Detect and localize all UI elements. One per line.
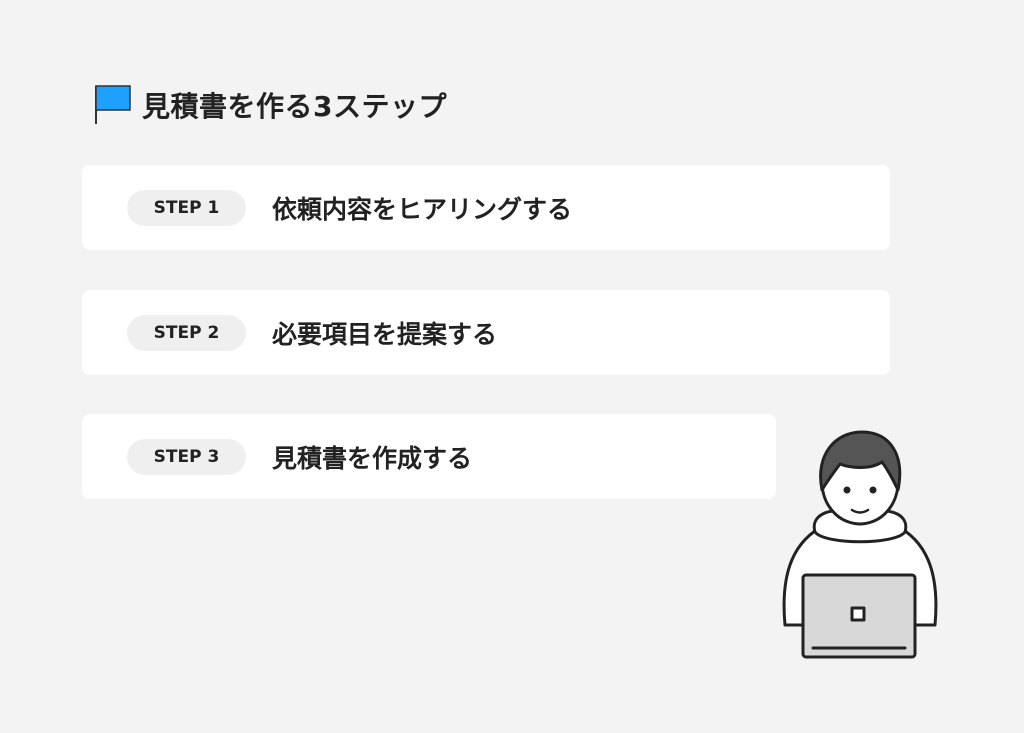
step-text: 見積書を作成する bbox=[272, 443, 473, 473]
page-title: 見積書を作る3ステップ bbox=[142, 90, 447, 123]
step-card-1: STEP 1 依頼内容をヒアリングする bbox=[82, 165, 890, 250]
step-badge: STEP 1 bbox=[127, 189, 246, 226]
step-text: 依頼内容をヒアリングする bbox=[272, 194, 573, 224]
step-card-2: STEP 2 必要項目を提案する bbox=[82, 290, 890, 375]
flag-icon bbox=[95, 85, 131, 124]
step-badge: STEP 3 bbox=[127, 438, 246, 475]
hair bbox=[819, 430, 902, 492]
step-text: 必要項目を提案する bbox=[272, 319, 498, 349]
hood bbox=[812, 509, 908, 544]
step-card-3: STEP 3 見積書を作成する bbox=[82, 414, 776, 499]
page-header: 見積書を作る3ステップ bbox=[94, 84, 447, 126]
person-with-laptop-illustration bbox=[782, 430, 938, 659]
step-badge: STEP 2 bbox=[127, 314, 246, 351]
